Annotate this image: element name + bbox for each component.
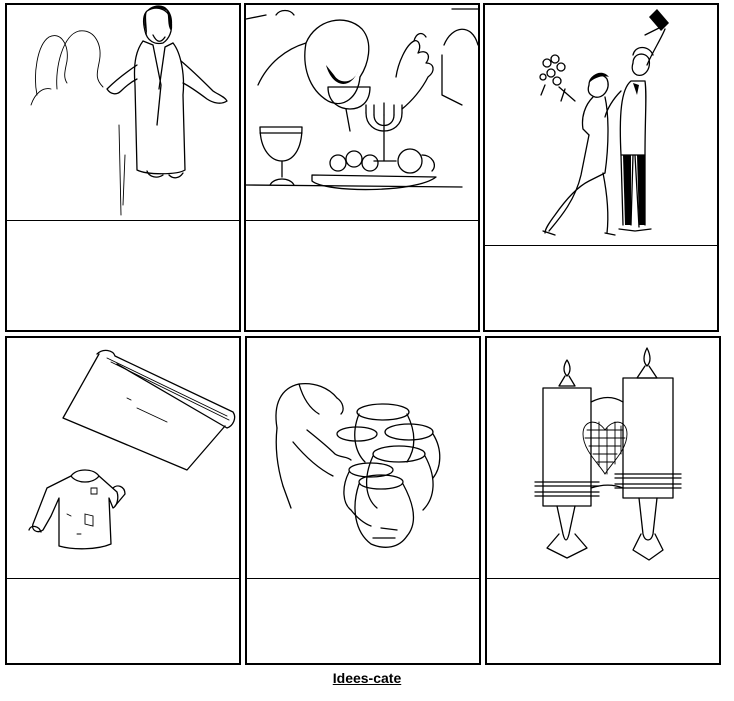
card-wedding-feast [244, 3, 480, 332]
water-jars-icon [247, 338, 479, 578]
cloth-and-garment-icon [7, 338, 239, 578]
card-water-jars [245, 336, 481, 665]
card-jesus-greeting [5, 3, 241, 332]
card-bride-groom [483, 3, 719, 332]
write-line [487, 578, 719, 579]
write-line [7, 220, 239, 221]
write-line [247, 578, 479, 579]
card-cloth-patch [5, 336, 241, 665]
card-scroll [485, 336, 721, 665]
torah-scroll-icon [487, 338, 719, 578]
write-line [7, 578, 239, 579]
footer-credit: Idees-cate [332, 670, 402, 686]
couple-icon [485, 5, 717, 245]
write-line [246, 220, 478, 221]
feast-table-icon [246, 5, 478, 220]
write-line [485, 245, 717, 246]
jesus-figure-icon [7, 5, 239, 220]
